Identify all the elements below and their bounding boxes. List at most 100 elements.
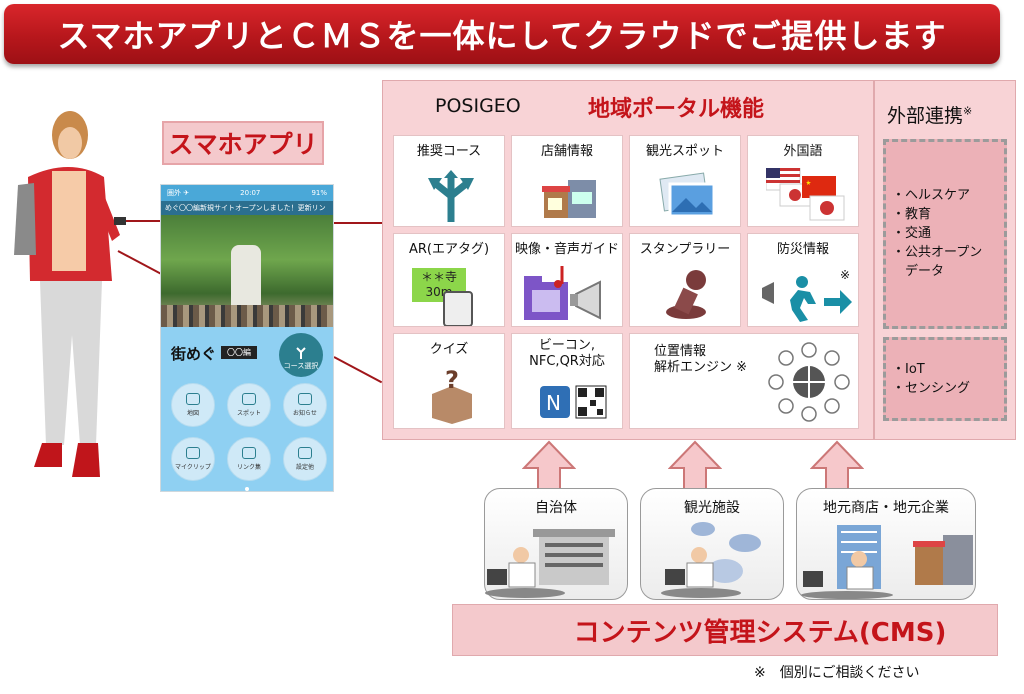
tile-label: AR(エアタグ) xyxy=(408,242,490,257)
woman-with-smartphone-illustration xyxy=(14,111,126,477)
external-title-mark: ※ xyxy=(963,104,973,118)
external-item: データ xyxy=(892,264,945,279)
map-button-label: 地図 xyxy=(186,410,199,417)
book-icon xyxy=(242,447,256,459)
tile-label: 店舗情報 xyxy=(540,144,593,159)
crowd-figure xyxy=(161,305,333,327)
title-banner: スマホアプリとＣＭＳを一体にしてクラウドでご提供します xyxy=(4,4,1000,64)
spot-button-label: スポット xyxy=(236,410,261,417)
municipal-office-worker-illustration xyxy=(485,529,615,598)
external-item: ・交通 xyxy=(892,226,932,241)
ar-tag-bubble: ＊＊寺 30m xyxy=(412,268,466,302)
cms-bar: コンテンツ管理システム(CMS) xyxy=(452,604,998,656)
tile-label: 外国語 xyxy=(783,144,823,159)
connector-line xyxy=(333,356,383,384)
course-select-button[interactable]: コース選択 xyxy=(279,333,323,377)
app-menu-grid: 地図 スポット お知らせ マイクリップ リンク集 設定他 xyxy=(171,383,327,481)
nfc-qr-icon: N xyxy=(540,385,607,419)
external-item: ・公共オープン xyxy=(892,245,983,260)
course-select-label: コース選択 xyxy=(283,362,319,370)
photos-icon xyxy=(659,172,716,218)
tile-disaster-info: 防災情報 ※ xyxy=(747,233,859,327)
spot-button[interactable]: スポット xyxy=(227,383,271,427)
map-icon xyxy=(186,393,200,405)
external-linkage-title: 外部連携※ xyxy=(887,101,972,128)
tourism-facility-worker-illustration xyxy=(661,522,761,598)
storefront-icon xyxy=(542,180,596,218)
links-button[interactable]: リンク集 xyxy=(227,437,271,481)
links-button-label: リンク集 xyxy=(236,464,261,471)
route-arrows-icon xyxy=(296,347,306,359)
status-signal: 圏外 ✈ xyxy=(167,189,190,197)
stakeholder-municipality: 自治体 xyxy=(484,488,628,600)
page-indicator-dot xyxy=(245,487,249,491)
app-home-body: 街めぐ 〇〇編 コース選択 地図 スポット お知らせ マイクリップ リンク集 設… xyxy=(161,327,333,491)
tile-video-audio-guide: 映像・音声ガイド xyxy=(511,233,623,327)
connector-line xyxy=(110,220,162,222)
evacuation-runner-icon xyxy=(762,276,852,322)
my-clip-button[interactable]: マイクリップ xyxy=(171,437,215,481)
tile-sightseeing-spot: 観光スポット xyxy=(629,135,741,227)
settings-button[interactable]: 設定他 xyxy=(283,437,327,481)
stakeholder-label: 自治体 xyxy=(535,500,577,516)
stakeholder-label: 地元商店・地元企業 xyxy=(823,500,949,516)
smartphone-icon xyxy=(443,291,473,326)
quiz-box-icon: ? xyxy=(432,366,472,424)
map-button[interactable]: 地図 xyxy=(171,383,215,427)
tile-foreign-language: 外国語 xyxy=(747,135,859,227)
external-title-text: 外部連携 xyxy=(887,105,964,127)
phone-status-bar: 圏外 ✈ 20:07 91% xyxy=(161,185,333,201)
smartphone-screen: 圏外 ✈ 20:07 91% めぐ〇〇編新規サイトオープンしました！更新リン 街… xyxy=(160,184,334,492)
notice-button[interactable]: お知らせ xyxy=(283,383,327,427)
my-clip-button-label: マイクリップ xyxy=(175,464,211,471)
banner-title: スマホアプリとＣＭＳを一体にしてクラウドでご提供します xyxy=(57,17,947,55)
tile-recommended-course: 推奨コース xyxy=(393,135,505,227)
tile-ar-airtag: AR(エアタグ) ＊＊寺 30m xyxy=(393,233,505,327)
settings-document-icon xyxy=(298,447,312,459)
hero-photo xyxy=(161,215,333,327)
tile-label: 防災情報 xyxy=(776,242,829,257)
stakeholder-local-business: 地元商店・地元企業 xyxy=(796,488,976,600)
tile-note-mark: ※ xyxy=(839,268,850,282)
ar-tag-place: ＊＊寺 xyxy=(420,270,457,284)
external-item: ・教育 xyxy=(892,207,932,222)
external-item: ・ヘルスケア xyxy=(892,188,971,203)
settings-button-label: 設定他 xyxy=(295,464,314,471)
stakeholder-tourism: 観光施設 xyxy=(640,488,784,600)
local-business-worker-illustration xyxy=(801,525,973,599)
location-label-line2: 解析エンジン ※ xyxy=(654,359,748,375)
tile-label: スタンプラリー xyxy=(639,242,731,257)
stamp-icon xyxy=(666,270,706,319)
svg-text:?: ? xyxy=(445,366,459,394)
branching-arrows-icon xyxy=(428,170,474,222)
app-edition-tag: 〇〇編 xyxy=(221,346,257,359)
posigeo-brand: POSIGEO xyxy=(435,95,521,117)
cms-label: コンテンツ管理システム(CMS) xyxy=(573,617,947,648)
horse-rider-figure xyxy=(231,245,261,315)
iot-item: ・IoT xyxy=(892,362,925,377)
beacon-label-line2: NFC,QR対応 xyxy=(529,353,605,369)
tile-label: 位置情報 解析エンジン ※ xyxy=(630,344,858,375)
beacon-label-line1: ビーコン, xyxy=(538,338,596,353)
tile-quiz: クイズ ? xyxy=(393,333,505,429)
tile-label: 映像・音声ガイド xyxy=(514,242,619,257)
smartphone-app-label: スマホアプリ xyxy=(162,121,324,165)
globe-network-icon xyxy=(768,342,850,422)
tile-label: クイズ xyxy=(429,342,469,357)
tile-shop-info: 店舗情報 xyxy=(511,135,623,227)
tile-location-analysis-engine: 位置情報 解析エンジン ※ xyxy=(629,333,859,429)
location-pin-icon xyxy=(242,393,256,405)
external-linkage-panel: 外部連携※ ・ヘルスケア ・教育 ・交通 ・公共オープン データ ・IoT ・セ… xyxy=(874,80,1016,440)
portal-title: 地域ポータル機能 xyxy=(588,97,765,122)
notice-button-label: お知らせ xyxy=(293,410,317,417)
tile-label: ビーコン, NFC,QR対応 xyxy=(512,338,622,369)
flags-icon xyxy=(766,168,845,221)
footnote: ※ 個別にご相談ください xyxy=(754,665,920,681)
iot-item: ・センシング xyxy=(892,381,971,396)
status-battery: 91% xyxy=(311,189,327,197)
posigeo-portal-panel: POSIGEO 地域ポータル機能 推奨コース 店舗情報 観光スポット 外国語 xyxy=(382,80,874,440)
smartphone-app-label-text: スマホアプリ xyxy=(168,130,318,159)
tile-label: 推奨コース xyxy=(416,144,482,159)
clip-icon xyxy=(186,447,200,459)
news-ticker[interactable]: めぐ〇〇編新規サイトオープンしました！更新リン xyxy=(161,201,333,215)
